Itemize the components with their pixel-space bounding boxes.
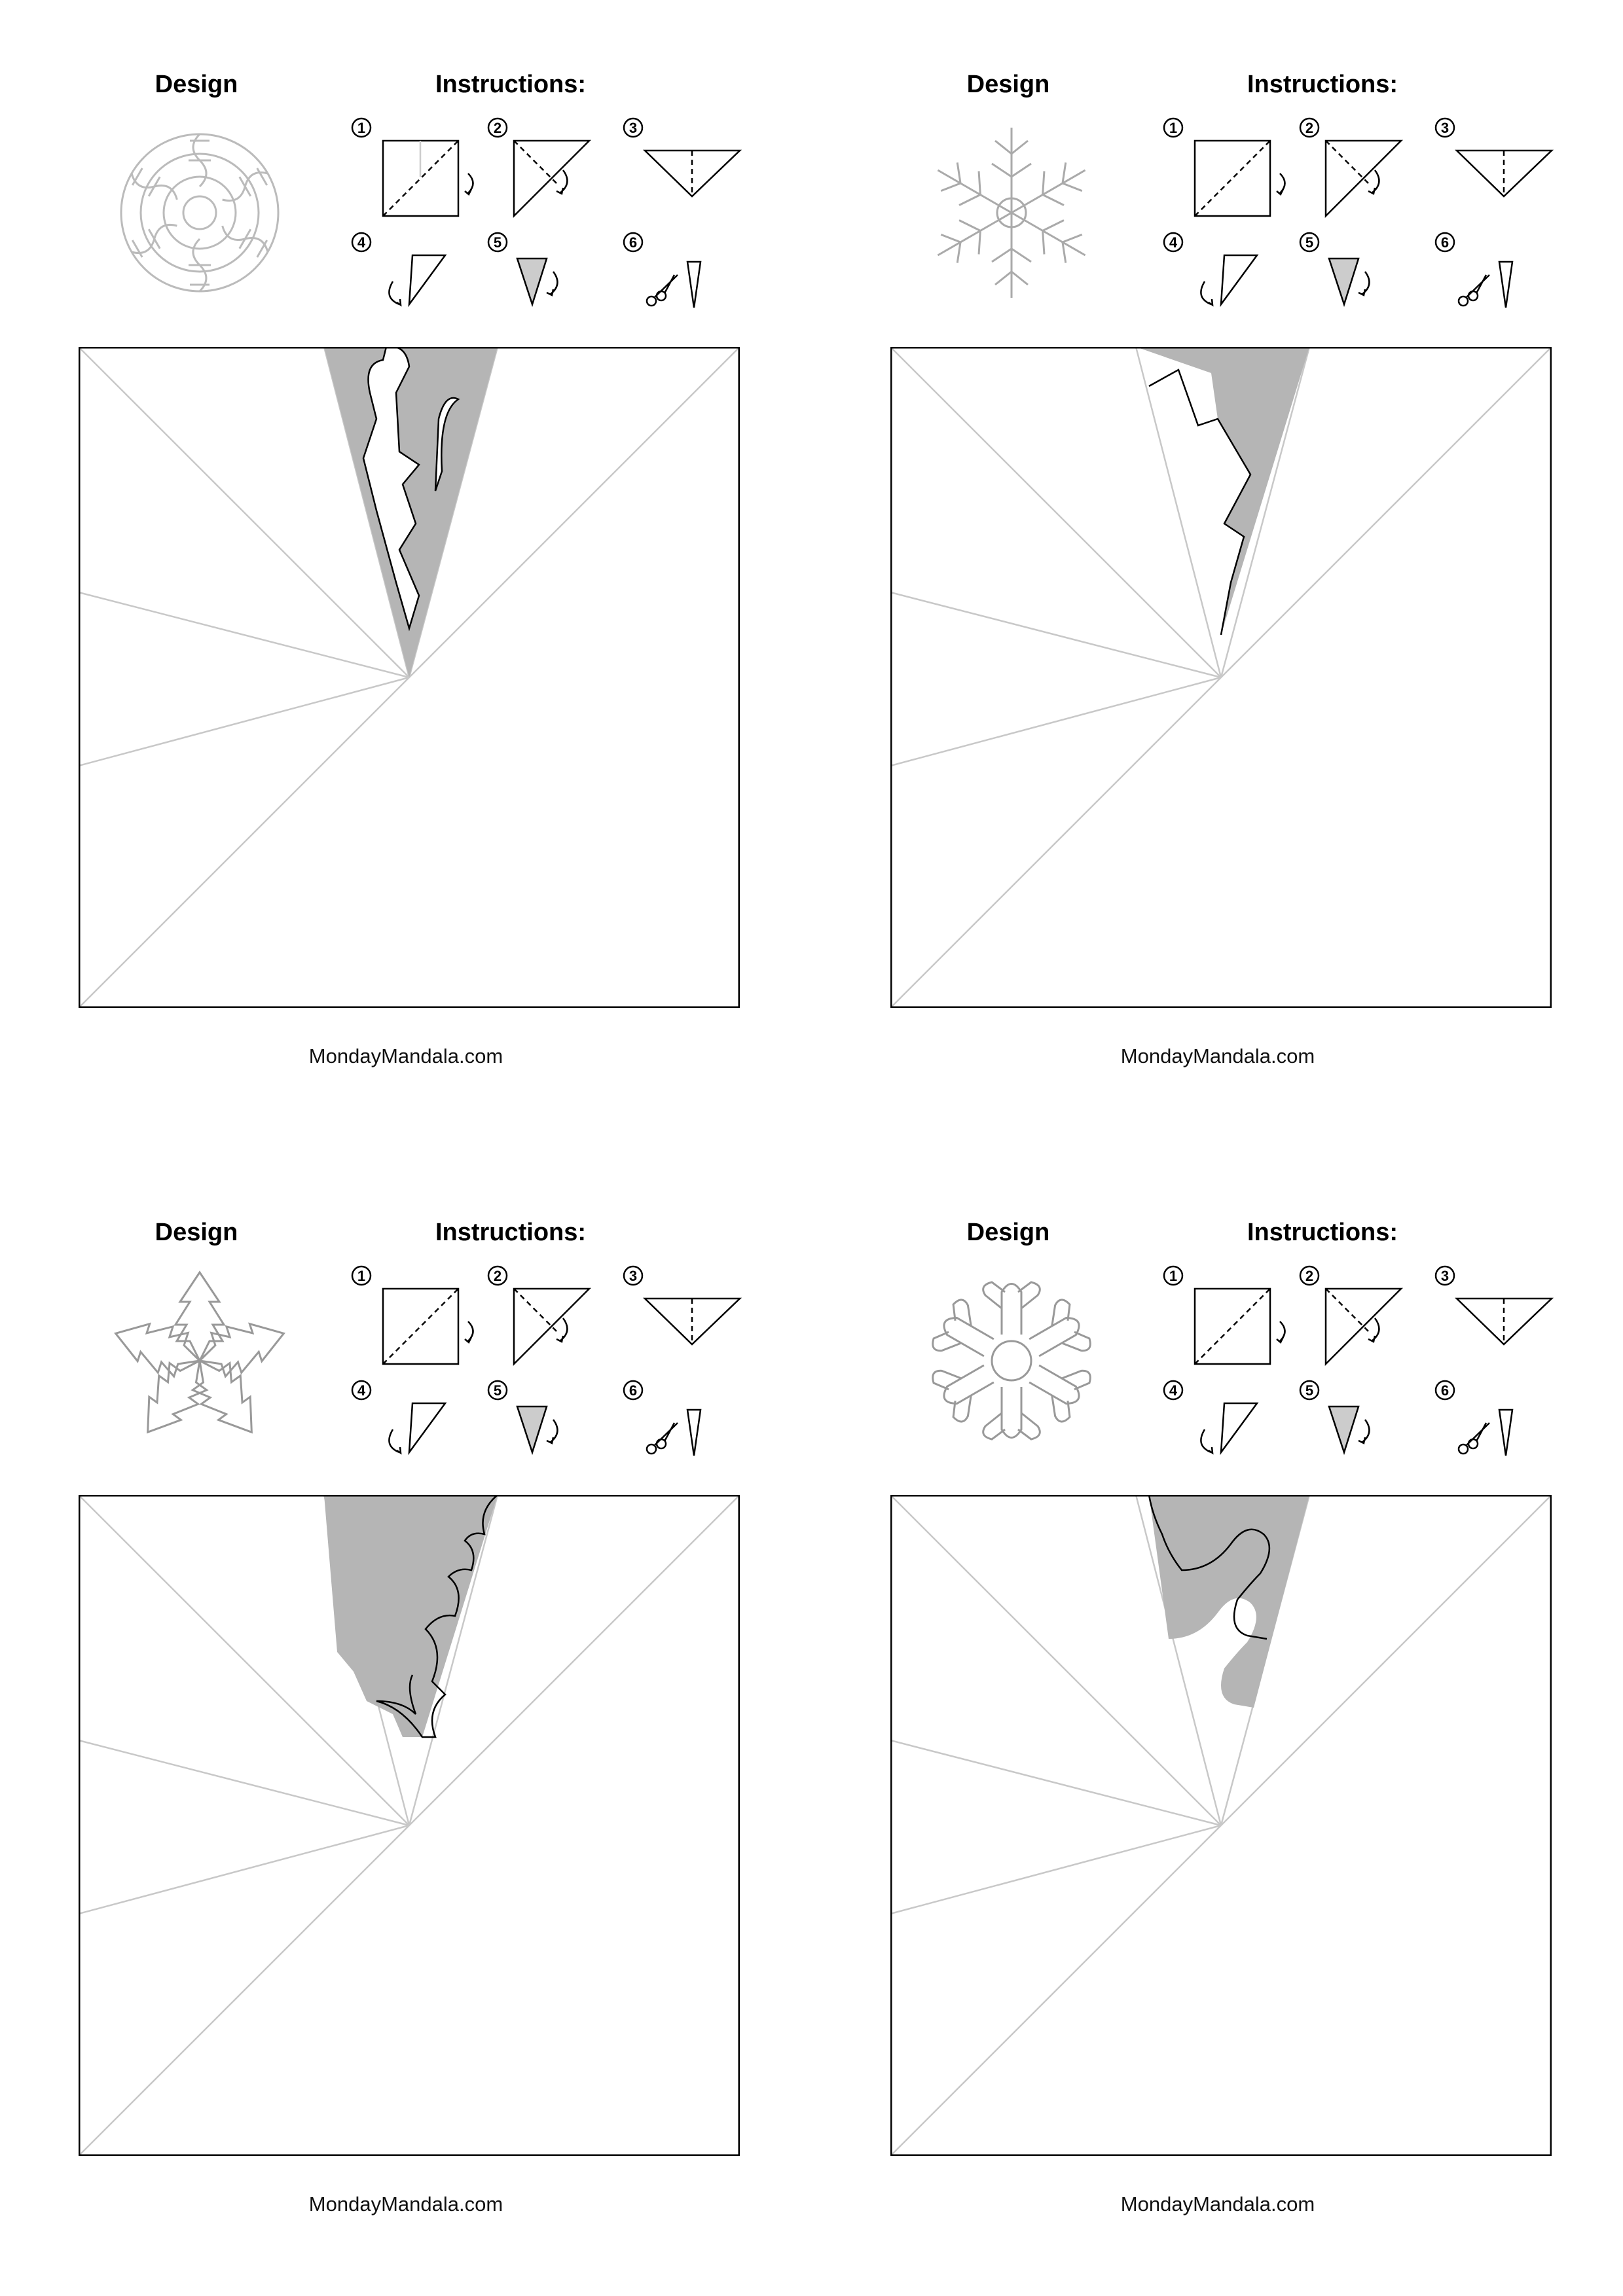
instructions-heading: Instructions: xyxy=(435,1219,587,1246)
step-number: 5 xyxy=(1305,1382,1313,1399)
snowflake-star-icon xyxy=(917,115,1106,311)
cut-template-square xyxy=(79,347,740,1008)
snowflake-template-panel: Design Instructions: xyxy=(812,1148,1623,2296)
step-number: 6 xyxy=(629,1382,637,1399)
step-number: 3 xyxy=(629,1268,637,1284)
design-heading: Design xyxy=(155,1219,238,1246)
cut-template-square xyxy=(890,347,1552,1008)
step-number: 4 xyxy=(357,234,366,251)
step-number: 1 xyxy=(1169,120,1177,136)
step-number: 3 xyxy=(1441,1268,1449,1284)
snowflake-tree-icon xyxy=(105,1263,295,1459)
step-number: 2 xyxy=(494,120,501,136)
step-number: 3 xyxy=(1441,120,1449,136)
folding-instructions: 1 2 3 4 5 6 xyxy=(347,1259,779,1475)
step-number: 5 xyxy=(1305,234,1313,251)
design-heading: Design xyxy=(155,71,238,98)
step-number: 6 xyxy=(1441,1382,1449,1399)
step-number: 3 xyxy=(629,120,637,136)
snowflake-template-panel: Design Instructions: xyxy=(812,0,1623,1148)
step-number: 5 xyxy=(494,234,501,251)
step-number: 1 xyxy=(357,120,365,136)
design-heading: Design xyxy=(966,71,1050,98)
cut-template-square xyxy=(890,1495,1552,2156)
tree-pattern xyxy=(324,1495,498,1737)
site-credit: MondayMandala.com xyxy=(1120,1045,1315,1067)
folding-instructions: 1 2 3 4 5 6 xyxy=(347,111,779,327)
cut-template-square xyxy=(79,1495,740,2156)
step-number: 4 xyxy=(1169,1382,1178,1399)
folding-instructions: 1 2 3 4 5 6 xyxy=(1159,111,1591,327)
hook-pattern xyxy=(1149,1495,1309,1708)
instructions-heading: Instructions: xyxy=(1247,71,1398,98)
snowflake-ornate-icon xyxy=(105,115,295,311)
step-number: 5 xyxy=(494,1382,501,1399)
step-number: 2 xyxy=(1305,1268,1313,1284)
step-number: 2 xyxy=(1305,120,1313,136)
step-number: 6 xyxy=(1441,234,1449,251)
snowflake-template-panel: Design Instructions: xyxy=(0,0,811,1148)
design-heading: Design xyxy=(966,1219,1050,1246)
site-credit: MondayMandala.com xyxy=(308,2193,503,2215)
instructions-heading: Instructions: xyxy=(435,71,587,98)
site-credit: MondayMandala.com xyxy=(1120,2193,1315,2215)
folding-instructions: 1 2 3 4 5 6 xyxy=(1159,1259,1591,1475)
zigzag-pattern xyxy=(1136,347,1309,635)
step-number: 6 xyxy=(629,234,637,251)
step-number: 4 xyxy=(357,1382,366,1399)
step-number: 1 xyxy=(1169,1268,1177,1284)
instructions-heading: Instructions: xyxy=(1247,1219,1398,1246)
step-number: 1 xyxy=(357,1268,365,1284)
snowflake-template-panel: Design Instructions: xyxy=(0,1148,811,2296)
snowflake-simple-icon xyxy=(917,1263,1106,1459)
step-number: 2 xyxy=(494,1268,501,1284)
step-number: 4 xyxy=(1169,234,1178,251)
site-credit: MondayMandala.com xyxy=(308,1045,503,1067)
